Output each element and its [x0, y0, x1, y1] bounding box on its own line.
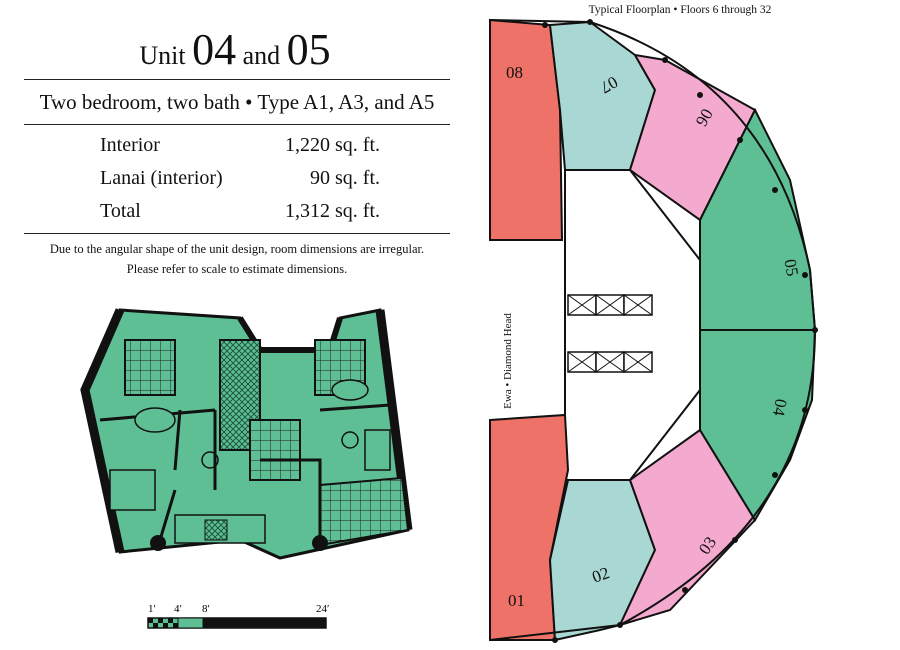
divider-bottom [24, 233, 450, 234]
building-floorplan-drawing: 08 07 06 05 04 03 02 01 [489, 18, 818, 643]
unit-08-shape [489, 18, 564, 241]
scale-tick-8: 8′ [202, 603, 210, 615]
unit-detail-panel: Unit 04 and 05 Two bedroom, two bath • T… [0, 24, 470, 637]
area-row-total: Total 1,312 sq. ft. [100, 200, 380, 226]
unit-label-01: 01 [508, 591, 525, 610]
area-value: 1,220 sq. ft. [285, 134, 380, 156]
area-value: 90 sq. ft. [310, 167, 380, 189]
scale-tick-1: 1′ [148, 603, 156, 615]
scale-tick-4: 4′ [174, 603, 182, 615]
note-line-2: Please refer to scale to estimate dimens… [126, 262, 348, 276]
unit-label-04: 04 [769, 397, 791, 418]
floorplan-title: Typical Floorplan • Floors 6 through 32 [588, 4, 772, 16]
unit-label-02: 02 [590, 563, 612, 587]
unit-subtitle: Two bedroom, two bath • Type A1, A3, and… [39, 90, 435, 114]
unit-label-08: 08 [506, 63, 523, 82]
unit-number-a: 04 [192, 25, 237, 74]
unit-title: Unit 04 and 05 [0, 24, 470, 75]
area-row-lanai: Lanai (interior) 90 sq. ft. [100, 167, 380, 193]
divider-middle [24, 124, 450, 125]
unit-label-05: 05 [780, 258, 802, 278]
area-label: Interior [100, 134, 160, 156]
divider-top [24, 79, 450, 80]
unit-number-b: 05 [286, 25, 331, 74]
scale-bar: 1′ 4′ 8′ 24′ [140, 600, 330, 637]
area-label: Total [100, 200, 141, 222]
and-word: and [242, 41, 281, 70]
area-row-interior: Interior 1,220 sq. ft. [100, 134, 380, 160]
building-core [564, 169, 701, 481]
unit-word: Unit [139, 41, 186, 70]
area-label: Lanai (interior) [100, 167, 223, 189]
area-value: 1,312 sq. ft. [285, 200, 380, 222]
scale-tick-24: 24′ [316, 603, 329, 615]
unit-floorplan-drawing [80, 308, 413, 560]
building-floorplan-panel: Typical Floorplan • Floors 6 through 32 … [470, 0, 900, 650]
note-line-1: Due to the angular shape of the unit des… [49, 242, 425, 256]
